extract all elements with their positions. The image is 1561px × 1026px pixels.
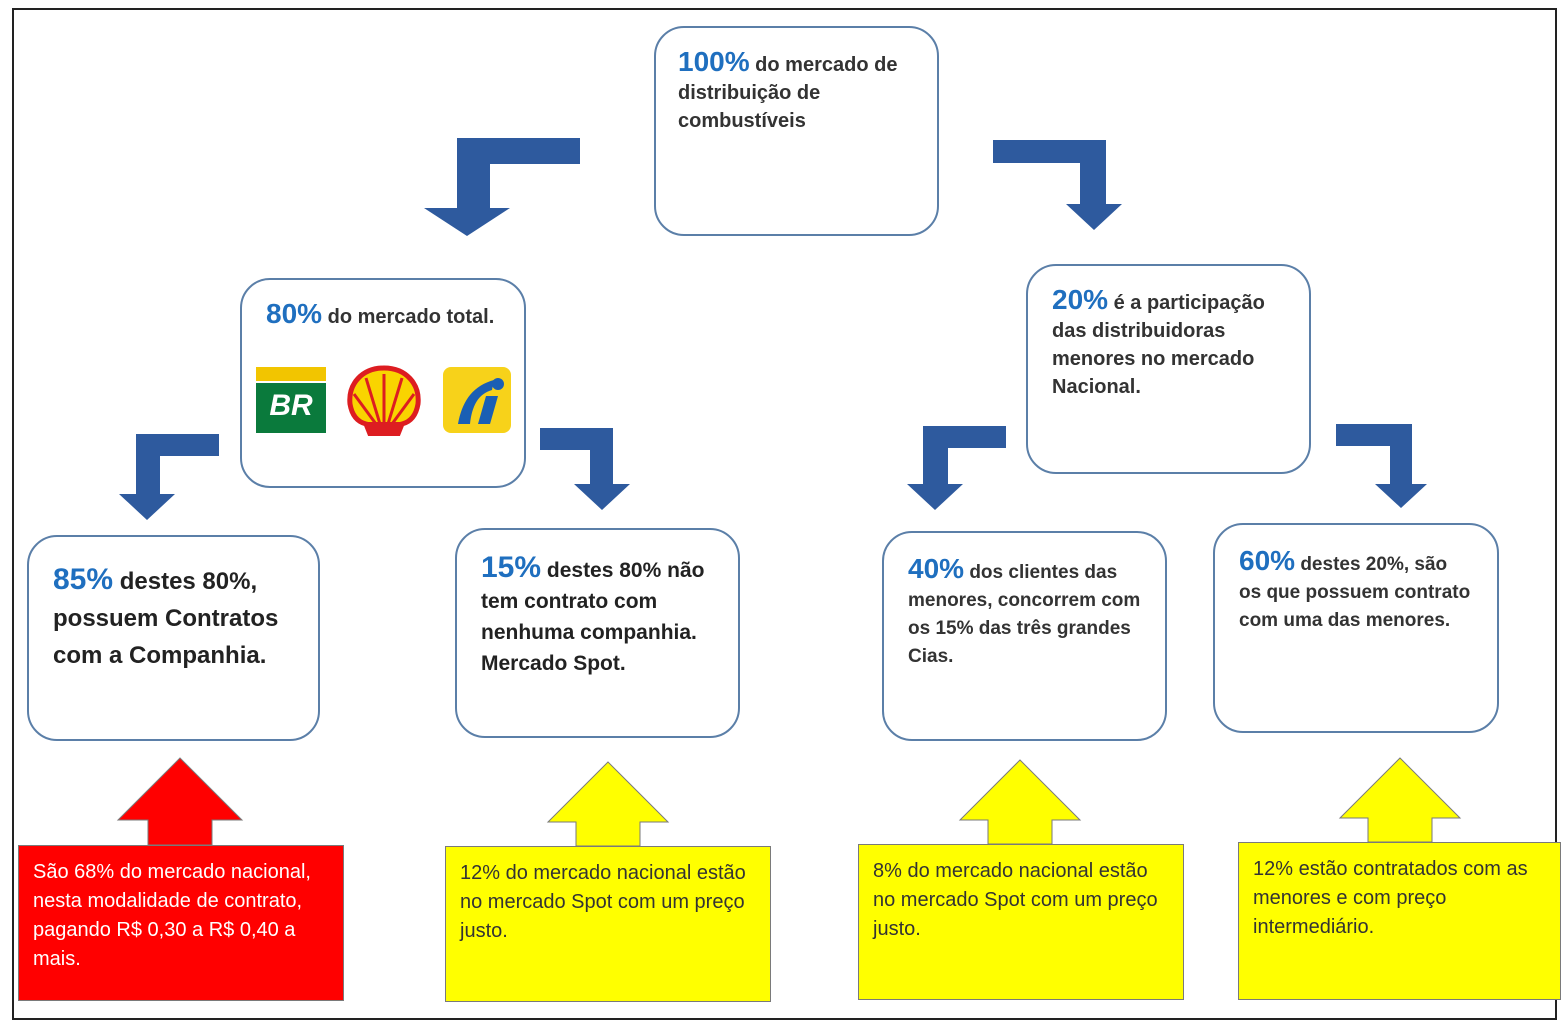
callout-arrow-yellow-2 bbox=[958, 759, 1082, 845]
callout-12-contracted-text: 12% estão contratados com as menores e c… bbox=[1253, 858, 1528, 938]
node-40-text: dos clientes das menores, concorrem com … bbox=[908, 562, 1141, 667]
callout-12-spot: 12% do mercado nacional estão no mercado… bbox=[445, 846, 771, 1002]
node-60-text: destes 20%, são os que possuem contrato … bbox=[1239, 554, 1471, 631]
callout-8-spot: 8% do mercado nacional estão no mercado … bbox=[858, 844, 1184, 1000]
node-total-market: 100% do mercado de distribuição de combu… bbox=[654, 26, 939, 236]
node-60-pct: 60% bbox=[1239, 545, 1296, 576]
callout-arrow-red bbox=[116, 757, 244, 846]
node-85-pct: 85% bbox=[53, 563, 114, 596]
ipiranga-logo bbox=[443, 367, 511, 433]
callout-68-percent: São 68% do mercado nacional, nesta modal… bbox=[18, 845, 344, 1001]
shell-logo bbox=[347, 365, 421, 436]
node-big-text: do mercado total. bbox=[322, 306, 495, 328]
node-15-spot: 15% destes 80% não tem contrato com nenh… bbox=[455, 528, 740, 738]
callout-12-spot-text: 12% do mercado nacional estão no mercado… bbox=[460, 862, 746, 942]
node-40-pct: 40% bbox=[908, 553, 965, 584]
callout-8-spot-text: 8% do mercado nacional estão no mercado … bbox=[873, 860, 1158, 940]
node-40-compete: 40% dos clientes das menores, concorrem … bbox=[882, 531, 1167, 741]
node-big-companies: 80% do mercado total. BR bbox=[240, 278, 526, 488]
node-total-text: do mercado de distribuição de combustíve… bbox=[678, 54, 898, 132]
br-logo: BR bbox=[256, 367, 326, 433]
node-big-pct: 80% bbox=[266, 298, 323, 329]
node-small-pct: 20% bbox=[1052, 284, 1109, 315]
node-15-text: destes 80% não tem contrato com nenhuma … bbox=[481, 559, 705, 675]
callout-68-text: São 68% do mercado nacional, nesta modal… bbox=[33, 861, 311, 970]
company-logos: BR bbox=[256, 364, 512, 436]
br-logo-label: BR bbox=[269, 389, 313, 422]
node-15-pct: 15% bbox=[481, 551, 542, 584]
arrow-top-to-left bbox=[424, 138, 580, 236]
node-small-text: é a participação das distribuidoras meno… bbox=[1052, 292, 1265, 398]
node-85-contracts: 85% destes 80%, possuem Contratos com a … bbox=[27, 535, 320, 741]
node-85-text: destes 80%, possuem Contratos com a Comp… bbox=[53, 568, 279, 669]
node-60-contracted: 60% destes 20%, são os que possuem contr… bbox=[1213, 523, 1499, 733]
arrow-80-to-85 bbox=[119, 434, 219, 520]
diagram-frame bbox=[12, 8, 1557, 1020]
arrow-20-to-60 bbox=[1336, 424, 1427, 508]
callout-12-contracted: 12% estão contratados com as menores e c… bbox=[1238, 842, 1561, 1000]
arrow-80-to-15 bbox=[540, 428, 630, 510]
callout-arrow-yellow-3 bbox=[1338, 757, 1462, 843]
node-total-pct: 100% bbox=[678, 46, 750, 77]
arrow-top-to-right bbox=[993, 140, 1122, 230]
node-small-companies: 20% é a participação das distribuidoras … bbox=[1026, 264, 1311, 474]
callout-arrow-yellow-1 bbox=[546, 761, 670, 847]
arrow-20-to-40 bbox=[907, 426, 1006, 510]
